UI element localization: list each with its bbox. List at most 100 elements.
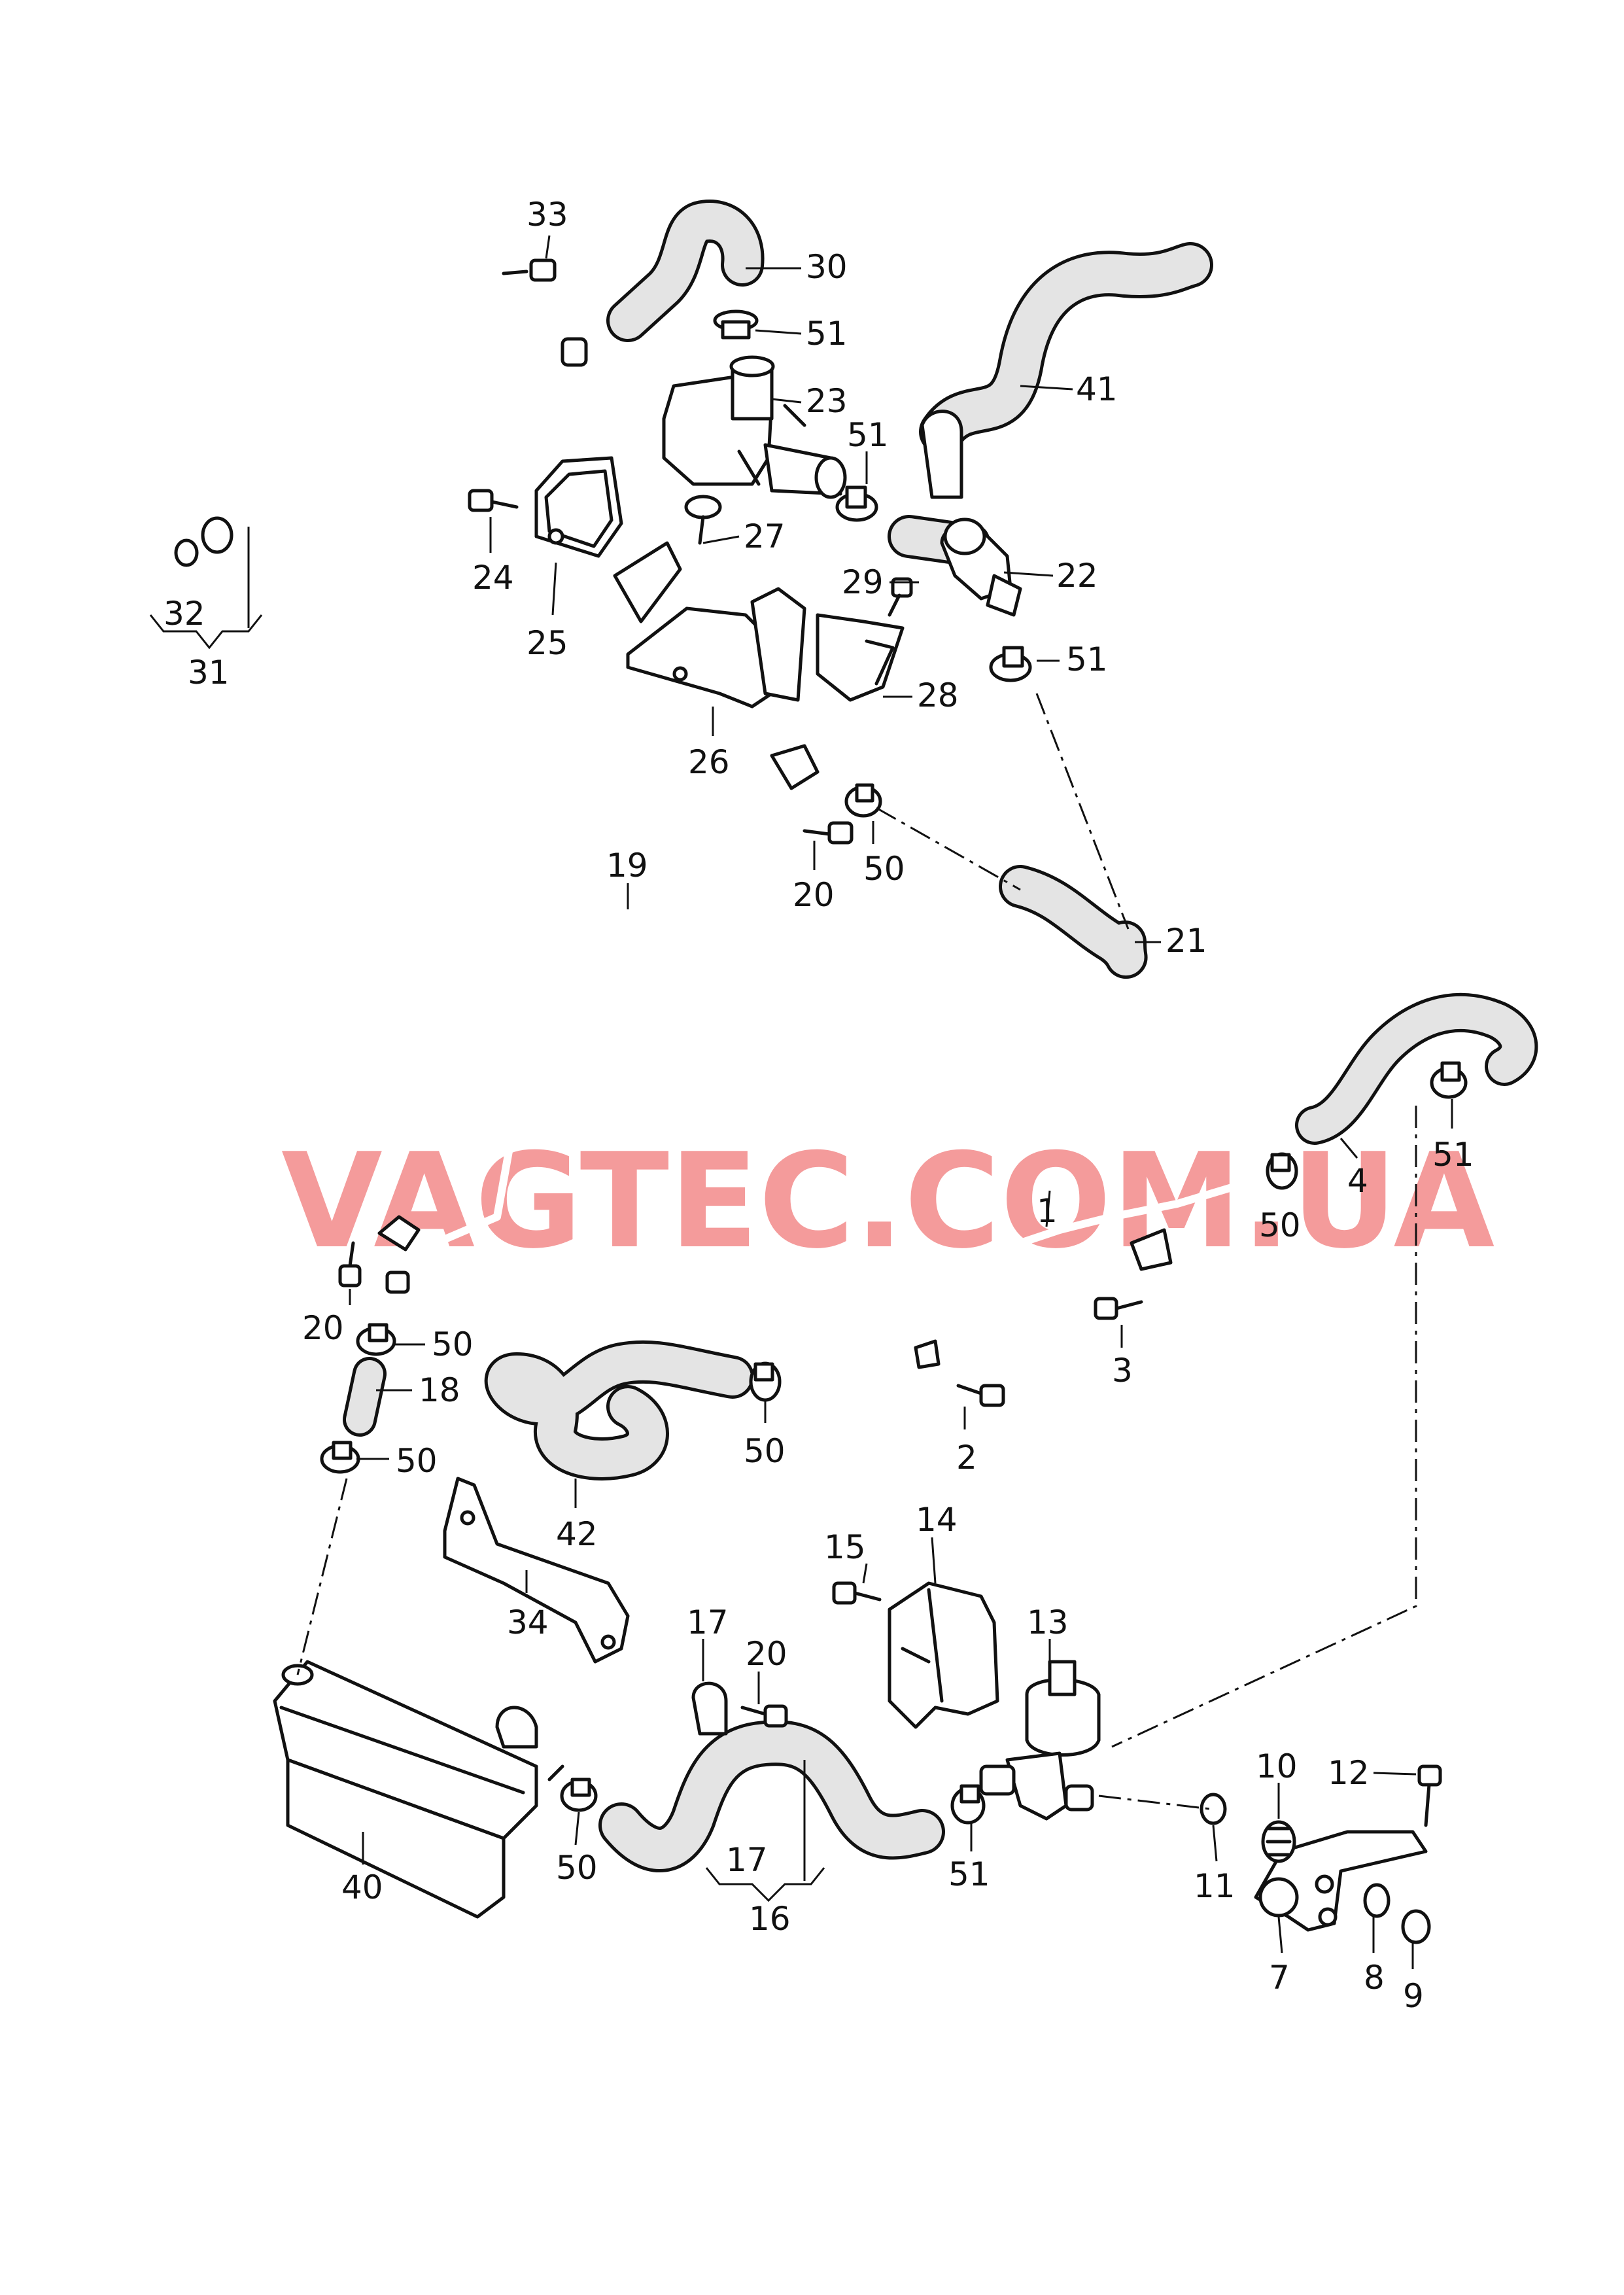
callout-14: 14 (916, 1501, 958, 1539)
callout-25: 25 (527, 624, 568, 662)
clamp-51-e (950, 1784, 986, 1825)
bolt-12 (1417, 1764, 1442, 1827)
callout-50: 50 (432, 1325, 474, 1363)
callout-26: 26 (688, 743, 730, 781)
callout-10: 10 (1256, 1747, 1298, 1785)
callout-17: 17 (726, 1841, 768, 1879)
pipe-19 (377, 744, 841, 1294)
bolt-2 (956, 1384, 1005, 1407)
callout-33: 33 (527, 196, 568, 234)
callout-17: 17 (687, 1603, 729, 1641)
callout-50: 50 (863, 850, 905, 888)
clamp-51-a (713, 309, 759, 340)
hose-18 (343, 1357, 387, 1437)
callout-labels: 33 30 51 23 41 51 27 24 29 22 32 25 51 3… (164, 196, 1474, 2015)
bracket-26 (613, 541, 806, 709)
bolt-15 (832, 1581, 882, 1605)
callout-9: 9 (1403, 1977, 1424, 2015)
pipe-19-connector (547, 1764, 564, 1781)
callout-27: 27 (744, 517, 786, 555)
callout-23: 23 (806, 382, 848, 420)
clip-17 (691, 1681, 728, 1736)
bracket-28 (816, 613, 905, 702)
bolt-20-left (338, 1241, 362, 1288)
callout-51: 51 (806, 315, 848, 353)
bolt-20-upper (803, 821, 854, 845)
callout-2: 2 (956, 1439, 977, 1477)
callout-50: 50 (556, 1849, 598, 1887)
bolt-20-lower (740, 1704, 788, 1728)
hose-42 (484, 1340, 754, 1480)
callout-12: 12 (1328, 1754, 1370, 1792)
hose-41 (919, 242, 1213, 455)
callout-24: 24 (472, 559, 514, 597)
callout-29: 29 (842, 563, 884, 601)
cover-25 (534, 456, 623, 558)
callout-42: 42 (556, 1515, 598, 1553)
callout-19: 19 (606, 847, 648, 885)
callout-11: 11 (1194, 1867, 1235, 1905)
clamp-50-c (356, 1323, 396, 1356)
callout-31: 31 (188, 654, 230, 692)
coolant-pump-23 (662, 355, 847, 499)
pipe-1 (814, 1174, 1286, 1388)
bolt-29 (888, 577, 913, 617)
callout-7: 7 (1269, 1959, 1290, 1997)
callout-41: 41 (1076, 370, 1118, 408)
callout-15: 15 (824, 1528, 866, 1566)
pipe-31 (174, 302, 588, 567)
callout-50: 50 (396, 1442, 438, 1480)
bolt-33 (502, 258, 557, 282)
valve-13 (979, 1660, 1101, 1821)
callout-51: 51 (1066, 640, 1108, 678)
watermark-text: VAGTEC.COM.UA (281, 1125, 1494, 1278)
callout-18: 18 (419, 1371, 460, 1409)
callout-40: 40 (341, 1868, 383, 1906)
callout-20: 20 (793, 876, 835, 914)
leader-lines (149, 235, 1453, 1969)
bolt-3 (1094, 1297, 1143, 1320)
nut-11 (1200, 1793, 1227, 1825)
hose-16 (598, 1720, 945, 1872)
callout-22: 22 (1056, 557, 1098, 595)
callout-30: 30 (806, 248, 848, 286)
clamp-51-c (989, 646, 1032, 682)
callout-50: 50 (1259, 1206, 1301, 1244)
nut-9 (1401, 1909, 1431, 1944)
bracket-14 (888, 1581, 999, 1729)
clamp-50-d (320, 1441, 360, 1474)
bracket-34 (443, 1477, 630, 1664)
callout-34: 34 (507, 1603, 549, 1641)
callout-3: 3 (1112, 1352, 1133, 1390)
hose-4 (1295, 992, 1538, 1145)
radiator-40 (273, 1660, 538, 1919)
callout-13: 13 (1027, 1603, 1069, 1641)
bracket-7 (1254, 1830, 1428, 1932)
bolt-24 (468, 489, 519, 512)
clamp-50-b (1266, 1152, 1298, 1190)
bolt-27 (684, 495, 722, 545)
callout-51: 51 (847, 416, 889, 454)
clamp-50-e (749, 1361, 782, 1402)
clamp-51-d (1430, 1061, 1468, 1099)
callout-50: 50 (744, 1432, 786, 1470)
hose-30 (606, 200, 765, 342)
callout-20: 20 (302, 1309, 344, 1347)
hose-21 (999, 865, 1148, 979)
mount-10 (1261, 1820, 1296, 1863)
callout-21: 21 (1166, 922, 1207, 960)
clamp-50-f (560, 1778, 598, 1812)
callout-51: 51 (1432, 1136, 1474, 1174)
callout-4: 4 (1347, 1162, 1368, 1200)
washer-8 (1363, 1883, 1391, 1918)
center-lines (296, 693, 1417, 1810)
callout-28: 28 (917, 676, 959, 714)
valve-22 (920, 410, 1022, 617)
callout-51: 51 (948, 1855, 990, 1893)
callout-20: 20 (746, 1635, 787, 1673)
callout-1: 1 (1037, 1192, 1058, 1230)
clamp-51-b (835, 485, 878, 522)
callout-8: 8 (1364, 1959, 1385, 1997)
callout-32: 32 (164, 595, 205, 633)
